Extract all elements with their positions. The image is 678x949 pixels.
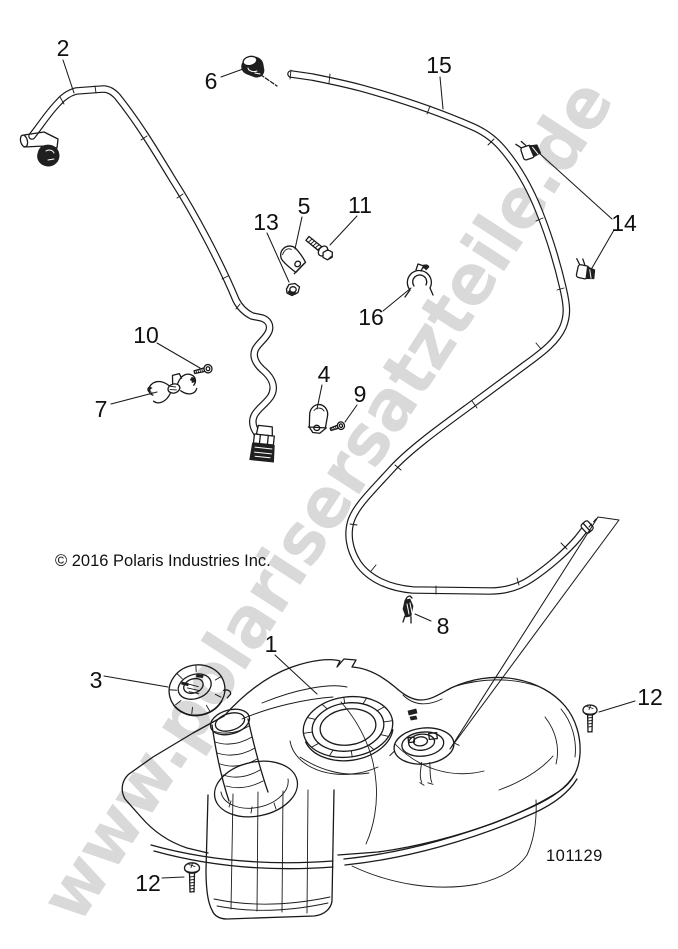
clamp-4 <box>307 403 329 434</box>
callout-13-label: 13 <box>253 209 279 235</box>
callout-4-label: 4 <box>318 361 331 387</box>
callout-1-label: 1 <box>265 631 278 657</box>
fuel-pump <box>389 727 460 786</box>
clip-8 <box>402 595 414 624</box>
fuel-cap <box>168 664 232 717</box>
hose-connection-pointer <box>449 516 620 750</box>
fuel-pump-wire-clip <box>407 708 418 721</box>
fuel-pump-retaining-ring <box>302 695 394 762</box>
callout-2-label: 2 <box>57 35 70 61</box>
callout-11-label: 11 <box>348 192 372 218</box>
callout-14-label: 14 <box>611 210 637 236</box>
callout-8-label: 8 <box>437 613 450 639</box>
hose-15-segment-ticks <box>289 69 568 595</box>
watermark-text: www.polarisersatzteile.de <box>24 65 629 936</box>
clip-7 <box>147 372 198 404</box>
callout-12-bottom-label: 12 <box>135 870 161 896</box>
callout-7-label: 7 <box>95 396 108 422</box>
callout-3-label: 3 <box>90 667 103 693</box>
callout-16-label: 16 <box>358 304 384 330</box>
hose-2-segment-ticks <box>59 85 241 310</box>
filler-neck <box>209 708 299 818</box>
clamp-14-lower <box>575 258 596 280</box>
callout-10-label: 10 <box>133 322 159 348</box>
hose-2-quick-connector <box>249 424 275 463</box>
fuel-tank <box>121 658 581 920</box>
callout-9-label: 9 <box>354 381 367 407</box>
nut-13 <box>285 282 301 297</box>
callout-12-right-label: 12 <box>637 684 663 710</box>
fuel-vent-hose-2 <box>19 85 277 463</box>
screw-12-right <box>582 704 598 733</box>
tank-seam <box>150 773 576 864</box>
callout-leader-lines <box>62 59 636 879</box>
hose-2-end-fitting-left <box>19 131 60 167</box>
clamp-5 <box>280 245 307 275</box>
callouts: 2 6 15 13 5 11 14 16 10 7 4 9 8 1 3 12 1… <box>57 35 663 896</box>
clip-16 <box>404 263 434 298</box>
bolt-11 <box>305 235 334 261</box>
fitting-6 <box>241 55 278 88</box>
callout-5-label: 5 <box>298 193 311 219</box>
tank-lower-box <box>205 789 335 920</box>
screw-10 <box>193 363 213 375</box>
copyright-text: © 2016 Polaris Industries Inc. <box>55 552 271 570</box>
clamp-14-upper <box>515 140 542 161</box>
callout-6-label: 6 <box>205 68 218 94</box>
screw-9 <box>329 421 346 432</box>
screw-12-bottom <box>183 862 201 893</box>
part-number-text: 101129 <box>546 847 603 865</box>
callout-15-label: 15 <box>426 52 452 78</box>
fuel-supply-hose-15 <box>287 69 620 750</box>
